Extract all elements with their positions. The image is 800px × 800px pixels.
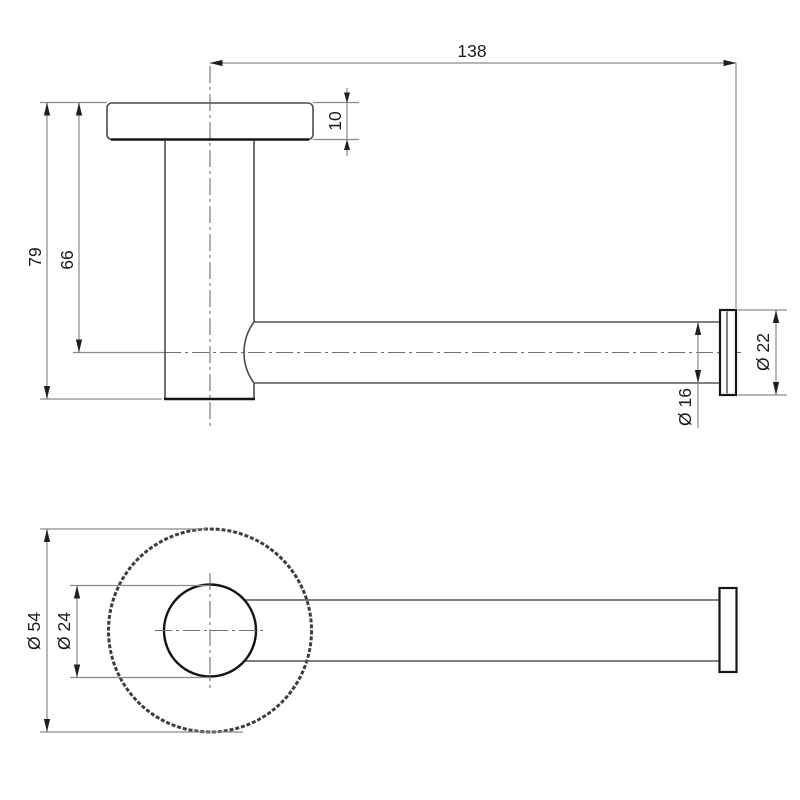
front-view-part: [107, 527, 738, 734]
dimension-dia22: Ø 22: [738, 309, 787, 396]
rail-post-junction-arc: [243, 321, 255, 384]
dimension-10: 10: [313, 88, 359, 156]
dim-label-dia22: Ø 22: [753, 333, 773, 371]
dimension-79: 79: [25, 101, 162, 400]
dimension-138: 138: [209, 41, 737, 308]
dimension-dia54: Ø 54: [24, 528, 243, 733]
dim-label-10: 10: [325, 111, 345, 131]
side-view-part: [106, 102, 738, 401]
dimension-66: 66: [57, 102, 164, 354]
side-view: 138 10 79 66 Ø 16: [25, 41, 787, 428]
dimension-dia16: Ø 16: [675, 322, 702, 428]
flange-circle: [107, 527, 313, 734]
dim-label-66: 66: [57, 250, 77, 269]
dim-label-dia24: Ø 24: [54, 612, 74, 650]
dimension-dia24: Ø 24: [54, 584, 212, 679]
dim-arrow-10-top: [344, 92, 350, 103]
front-view: Ø 54 Ø 24: [24, 527, 738, 734]
dim-label-dia54: Ø 54: [24, 612, 44, 650]
side-view-centerlines: [164, 66, 742, 427]
end-cap-outline: [718, 308, 738, 397]
front-view-centerlines: [155, 573, 267, 688]
dim-label-79: 79: [25, 247, 45, 266]
dim-label-138: 138: [457, 41, 486, 61]
end-cap-outline-front: [718, 586, 738, 674]
dim-label-dia16: Ø 16: [675, 388, 695, 426]
dim-arrow-10-bottom: [344, 139, 350, 150]
